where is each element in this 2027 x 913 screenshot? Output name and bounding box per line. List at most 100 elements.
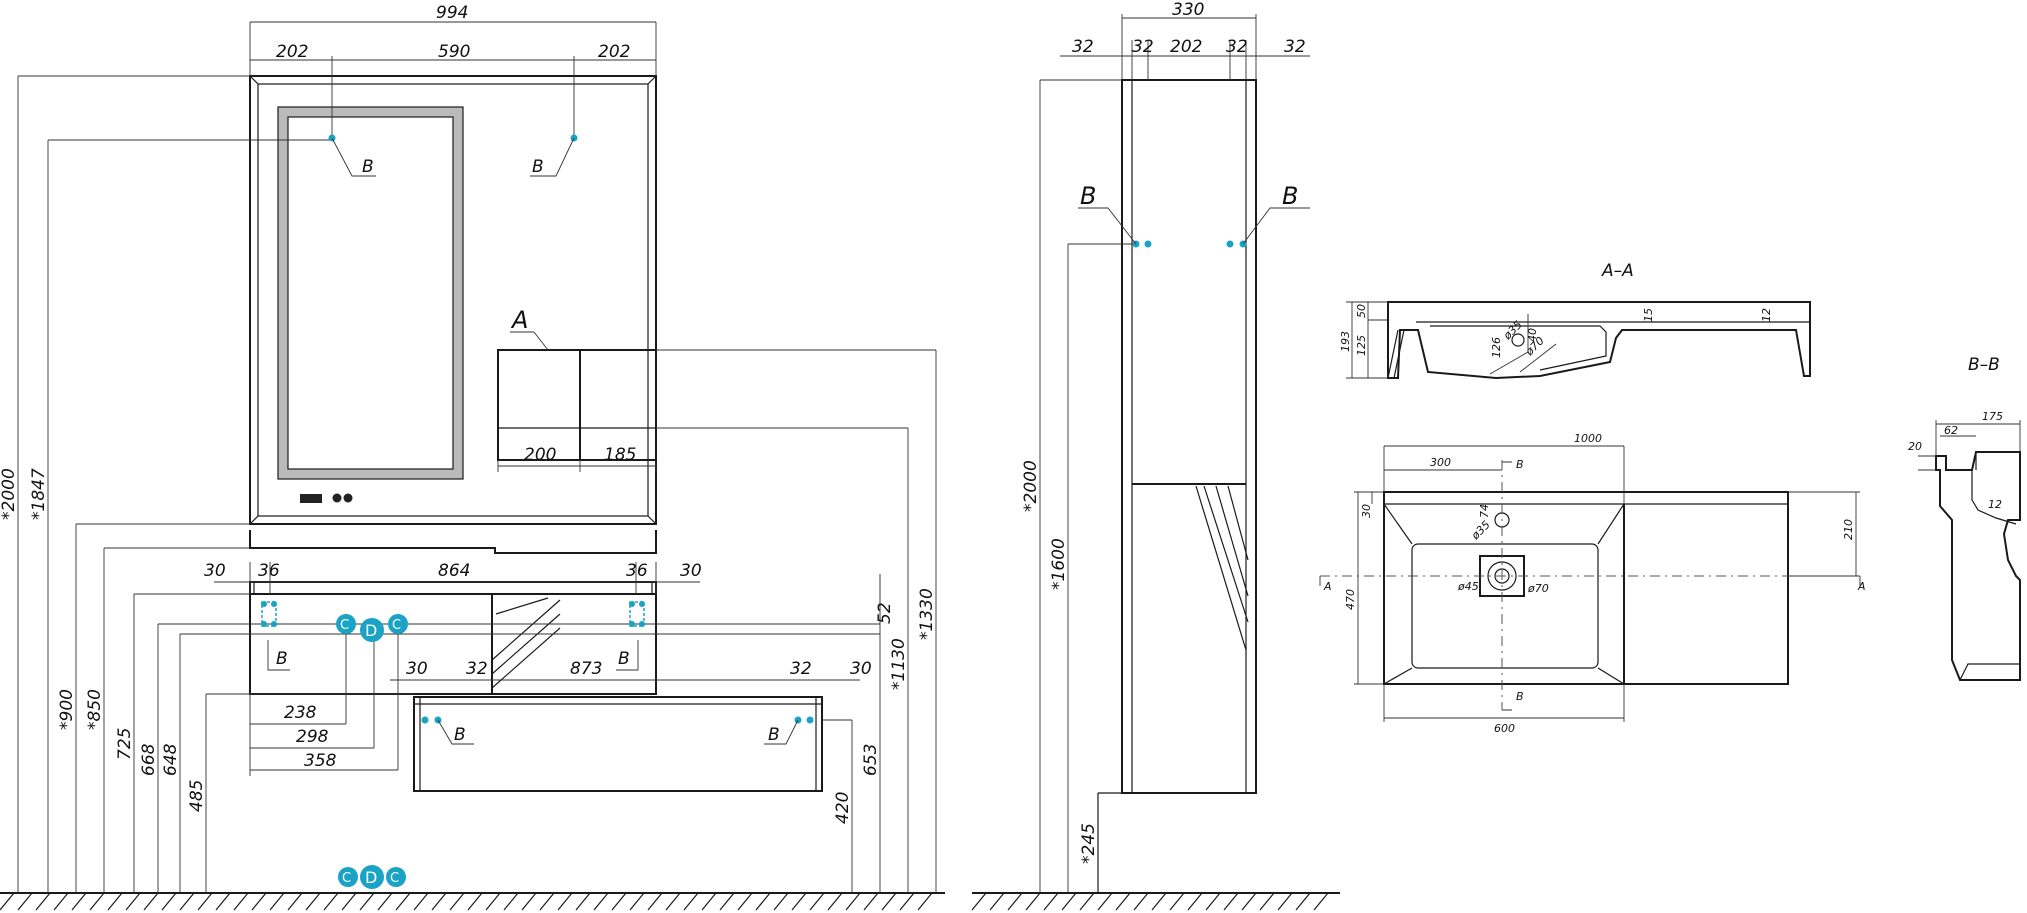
- dim-36-right: 36: [626, 561, 648, 581]
- vanity-cabinet: [249, 593, 657, 695]
- dim-470: 470: [1344, 589, 1357, 610]
- dim-238: 238: [284, 703, 317, 723]
- b-marker-4: B: [618, 649, 630, 669]
- dim-1130: *1130: [889, 638, 909, 690]
- dim-o45: ø45: [1457, 580, 1479, 593]
- dim-900: *900: [57, 689, 77, 730]
- connector-d2: D: [365, 868, 377, 887]
- dim-36-left: 36: [258, 561, 280, 581]
- left-horizontal-dims: 238 298 358: [249, 624, 399, 776]
- dim-202-right: 202: [598, 42, 630, 62]
- dim-50: 50: [1355, 304, 1368, 318]
- sensor-dot-1: [332, 493, 342, 503]
- dim-600: 600: [1494, 722, 1515, 735]
- dim-o70-plan: ø70: [1527, 582, 1549, 595]
- dim-994: 994: [436, 3, 468, 23]
- b-markers-front: B B B B B B: [261, 134, 814, 745]
- dim-1600: *1600: [1049, 538, 1069, 590]
- dim-1000: 1000: [1574, 432, 1602, 445]
- dim-330: 330: [1172, 0, 1204, 20]
- dim-15: 15: [1642, 308, 1655, 322]
- dim-30-drawer-right: 30: [850, 659, 872, 679]
- dim-245: *245: [1079, 823, 1099, 864]
- dim-52: 52: [875, 602, 895, 624]
- front-vertical-dims: *2000 *1847 *900 *850 725 668 648 485 42…: [0, 75, 937, 893]
- dim-30-drawer-left: 30: [406, 659, 428, 679]
- connector-group-bottom: C D C: [338, 865, 406, 889]
- dim-2000-front: *2000: [0, 468, 19, 520]
- plan-a-left: A: [1323, 580, 1332, 593]
- dim-30-plan: 30: [1360, 504, 1373, 518]
- section-bb-title: B–B: [1968, 355, 2000, 375]
- dim-358: 358: [304, 751, 337, 771]
- dim-590: 590: [438, 42, 470, 62]
- b-marker-side-2: B: [1282, 182, 1298, 210]
- cabinet-dims: 30 36 864 36 30: [204, 561, 702, 594]
- dim-125: 125: [1355, 335, 1368, 356]
- section-a-label: A: [510, 306, 528, 334]
- dim-62: 62: [1944, 424, 1958, 437]
- dim-126: 126: [1490, 337, 1503, 358]
- dim-1330: *1330: [917, 588, 937, 640]
- dim-o35-plan: ø35: [1468, 518, 1493, 543]
- b-marker-side-1: B: [1080, 182, 1096, 210]
- dim-40: 40: [1526, 328, 1539, 342]
- connector-d: D: [365, 621, 377, 640]
- dim-202-side: 202: [1170, 37, 1202, 57]
- dim-420: 420: [833, 792, 853, 824]
- dim-2000-side: *2000: [1021, 460, 1041, 512]
- switch-panel: [300, 494, 322, 503]
- dim-30-right: 30: [680, 561, 702, 581]
- connector-c3: C: [342, 871, 351, 886]
- lower-drawer: [413, 696, 823, 792]
- connector-group-top: C D C: [336, 614, 408, 642]
- dim-200: 200: [524, 445, 556, 465]
- dim-32-side-3: 32: [1226, 37, 1248, 57]
- dim-74: 74: [1478, 504, 1491, 518]
- dim-175: 175: [1982, 410, 2003, 423]
- plan-b-top: B: [1516, 458, 1524, 471]
- section-bb: B–B 175 62 20 12: [1908, 355, 2021, 681]
- dim-12: 12: [1760, 308, 1773, 322]
- connector-c4: C: [390, 871, 399, 886]
- dim-873: 873: [570, 659, 602, 679]
- side-vertical-dims: *2000 *1600 *245: [1021, 79, 1138, 893]
- side-top-dims: 330 32 32 202 32 32: [1060, 0, 1310, 80]
- b-markers-side: B B: [1078, 182, 1310, 248]
- floor-left: [0, 892, 945, 911]
- section-aa: A–A 193 50 125 15 12 40 126 ø35 ø70: [1339, 261, 1811, 380]
- b-marker-2: B: [532, 157, 544, 177]
- dim-864: 864: [438, 561, 470, 581]
- dim-653: 653: [861, 744, 881, 776]
- dim-210: 210: [1842, 519, 1855, 540]
- b-marker-5: B: [454, 725, 466, 745]
- plan-b-bottom: B: [1516, 690, 1524, 703]
- dim-30-left: 30: [204, 561, 226, 581]
- dim-298: 298: [296, 727, 329, 747]
- tall-column: [1097, 79, 1257, 893]
- dim-32-side-4: 32: [1284, 37, 1306, 57]
- b-marker-6: B: [768, 725, 780, 745]
- dim-32-side-2: 32: [1132, 37, 1154, 57]
- dim-850: *850: [85, 689, 105, 730]
- dim-725: 725: [115, 728, 135, 760]
- led-mirror-frame: [278, 107, 463, 479]
- dim-202-left: 202: [276, 42, 308, 62]
- dim-32-side-1: 32: [1072, 37, 1094, 57]
- dim-1847: *1847: [29, 468, 49, 520]
- mirror-cabinet: [249, 75, 657, 525]
- plan-a-right: A: [1857, 580, 1866, 593]
- dim-193: 193: [1339, 331, 1352, 352]
- shelf-dims: 200 185 A: [497, 306, 657, 472]
- basin-plan: 1000 300 30 210 470 600 74 ø35 ø45 ø70 B…: [1319, 432, 1866, 735]
- dim-668: 668: [139, 743, 159, 776]
- dim-485: 485: [187, 780, 207, 812]
- dim-300: 300: [1430, 456, 1451, 469]
- dim-12-bb: 12: [1988, 498, 2002, 511]
- section-aa-title: A–A: [1601, 261, 1634, 281]
- front-top-dims: 994 202 590 202: [249, 3, 657, 140]
- connector-c1: C: [340, 618, 349, 633]
- dim-648: 648: [161, 743, 181, 776]
- dim-185: 185: [604, 445, 636, 465]
